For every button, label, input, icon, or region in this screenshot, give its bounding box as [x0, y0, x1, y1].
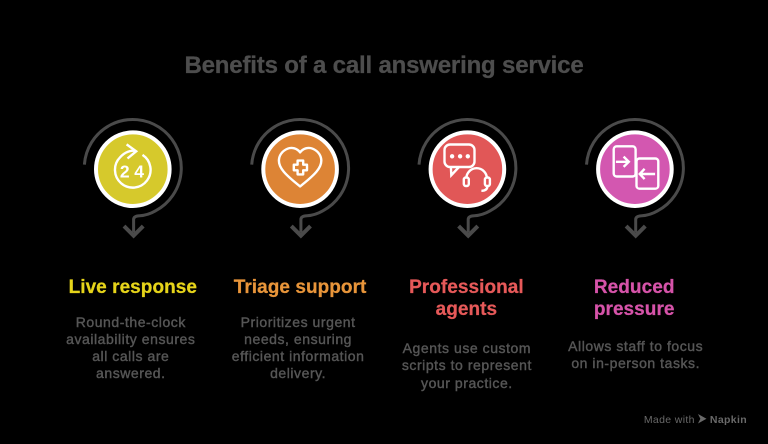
svg-text:24: 24 — [120, 162, 149, 182]
